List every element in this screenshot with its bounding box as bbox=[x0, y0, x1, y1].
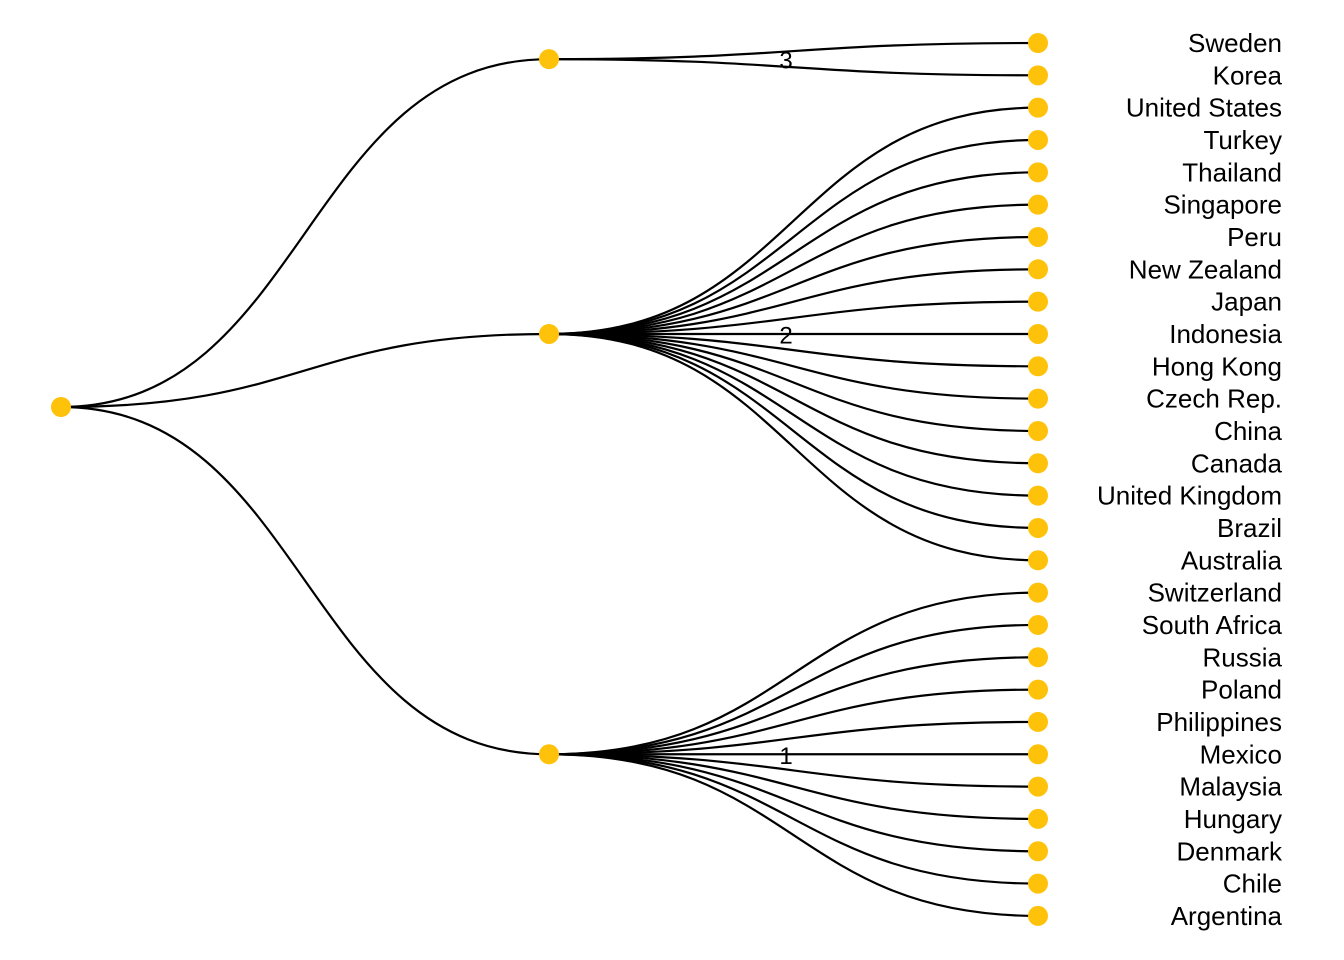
leaf-label: Chile bbox=[1223, 869, 1282, 899]
leaf-node bbox=[1028, 873, 1048, 894]
leaf-edge bbox=[548, 753, 1039, 918]
leaf-label: Denmark bbox=[1177, 836, 1283, 866]
leaf-edge bbox=[548, 623, 1039, 756]
leaf-label: Philippines bbox=[1156, 707, 1282, 737]
cluster-label: 1 bbox=[779, 743, 792, 770]
leaf-node bbox=[1028, 259, 1048, 280]
leaf-label: Indonesia bbox=[1169, 319, 1282, 349]
leaf-node bbox=[1028, 841, 1048, 862]
leaf-node bbox=[1028, 614, 1048, 635]
leaf-label: Sweden bbox=[1188, 28, 1282, 58]
cluster-edge bbox=[60, 332, 550, 409]
leaf-node bbox=[1028, 388, 1048, 409]
leaf-node bbox=[1028, 582, 1048, 603]
leaf-edge bbox=[548, 41, 1039, 61]
leaf-edge bbox=[548, 171, 1039, 336]
leaf-node bbox=[1028, 420, 1048, 441]
leaf-edge bbox=[548, 332, 1039, 497]
leaf-node bbox=[1028, 194, 1048, 215]
leaf-edge bbox=[548, 203, 1039, 336]
leaf-edge bbox=[548, 332, 1039, 368]
leaf-node bbox=[1028, 905, 1048, 926]
leaf-node bbox=[1028, 776, 1048, 797]
leaf-label: Canada bbox=[1191, 448, 1283, 478]
edges bbox=[60, 41, 1039, 918]
leaf-label: Korea bbox=[1213, 60, 1283, 90]
leaf-label: Turkey bbox=[1204, 125, 1283, 155]
leaf-label: China bbox=[1214, 416, 1282, 446]
root-node bbox=[51, 397, 71, 417]
leaf-label: Hong Kong bbox=[1152, 351, 1282, 381]
leaf-node bbox=[1028, 517, 1048, 538]
leaf-node bbox=[1028, 808, 1048, 829]
leaf-node bbox=[1028, 65, 1048, 86]
leaf-label: Russia bbox=[1203, 642, 1283, 672]
leaf-node bbox=[1028, 647, 1048, 668]
leaf-label: Malaysia bbox=[1179, 772, 1282, 802]
leaf-label: United States bbox=[1126, 93, 1282, 123]
leaf-node bbox=[1028, 226, 1048, 247]
cluster-edge bbox=[60, 58, 550, 409]
leaf-node bbox=[1028, 485, 1048, 506]
leaf-edge bbox=[548, 268, 1039, 336]
leaf-label: Poland bbox=[1201, 675, 1282, 705]
leaf-label: Thailand bbox=[1182, 157, 1282, 187]
leaf-edge bbox=[548, 753, 1039, 821]
nodes bbox=[51, 33, 1048, 926]
leaf-node bbox=[1028, 129, 1048, 150]
leaf-edge bbox=[548, 688, 1039, 756]
cluster-node bbox=[539, 744, 559, 765]
leaf-label: Argentina bbox=[1171, 901, 1283, 931]
leaf-label: Australia bbox=[1181, 545, 1283, 575]
leaf-label: Hungary bbox=[1184, 804, 1282, 834]
leaf-label: Brazil bbox=[1217, 513, 1282, 543]
cluster-label: 3 bbox=[779, 48, 792, 75]
leaf-edge bbox=[548, 138, 1039, 336]
leaf-edge bbox=[548, 332, 1039, 530]
cluster-label: 2 bbox=[779, 322, 792, 349]
leaf-node bbox=[1028, 356, 1048, 377]
edge-labels: 3 2 1 bbox=[779, 48, 792, 770]
leaf-edge bbox=[548, 753, 1039, 788]
leaf-node bbox=[1028, 679, 1048, 700]
leaf-label: Switzerland bbox=[1148, 578, 1282, 608]
leaf-node bbox=[1028, 97, 1048, 118]
leaf-label: Peru bbox=[1227, 222, 1282, 252]
leaf-edge bbox=[548, 591, 1039, 756]
leaf-edge bbox=[548, 332, 1039, 465]
leaf-label: Japan bbox=[1211, 287, 1282, 317]
leaf-node bbox=[1028, 744, 1048, 765]
leaf-node bbox=[1028, 162, 1048, 183]
leaf-label: South Africa bbox=[1142, 610, 1283, 640]
leaf-edge bbox=[548, 58, 1039, 77]
cluster-node bbox=[539, 323, 559, 344]
leaf-node bbox=[1028, 33, 1048, 53]
cluster-node bbox=[539, 49, 559, 70]
leaf-edge bbox=[548, 332, 1039, 433]
leaf-edge bbox=[548, 720, 1039, 756]
leaf-edge bbox=[548, 106, 1039, 336]
leaf-label: Mexico bbox=[1200, 739, 1282, 769]
leaf-edge bbox=[548, 332, 1039, 400]
leaf-node bbox=[1028, 323, 1048, 344]
leaf-node bbox=[1028, 291, 1048, 312]
leaf-label: Singapore bbox=[1163, 190, 1282, 220]
leaf-label: New Zealand bbox=[1129, 254, 1282, 284]
cluster-edge bbox=[60, 405, 550, 756]
leaf-label: Czech Rep. bbox=[1146, 384, 1282, 414]
leaf-edge bbox=[548, 235, 1039, 336]
leaf-edge bbox=[548, 753, 1039, 853]
leaf-node bbox=[1028, 711, 1048, 732]
leaf-edge bbox=[548, 332, 1039, 562]
leaf-edge bbox=[548, 300, 1039, 336]
leaf-node bbox=[1028, 550, 1048, 571]
leaf-edge bbox=[548, 656, 1039, 756]
leaf-edge bbox=[548, 753, 1039, 885]
leaf-node bbox=[1028, 453, 1048, 474]
leaf-label: United Kingdom bbox=[1097, 481, 1282, 511]
